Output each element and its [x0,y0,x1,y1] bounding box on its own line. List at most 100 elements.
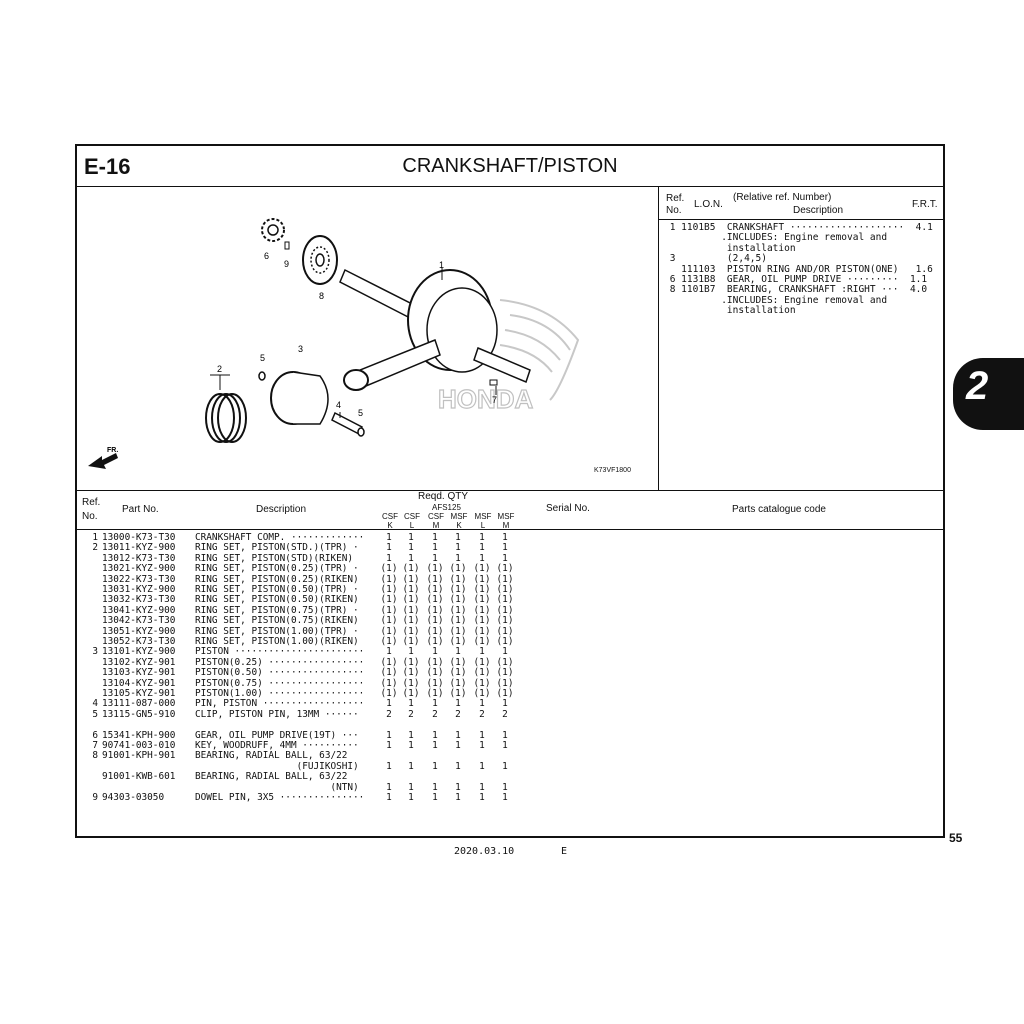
part-number: 13051-KYZ-900 [102,625,176,637]
qty-cell: (1) [496,688,514,699]
qty-cell: 1 [386,552,392,564]
qty-cell: 2 [386,708,392,720]
frt-row: 1 1101B5 CRANKSHAFT ····················… [664,222,933,233]
qty-cell: 1 [408,781,414,793]
part-description: PISTON(0.75) ················· [195,678,365,689]
qty-cell: 1 [479,542,485,554]
part-description: PISTON(0.25) ················· [195,657,365,668]
qty-cell: 1 [432,729,438,741]
qty-cell: (1) [402,604,420,616]
qty-cell: (1) [473,563,491,575]
part-description: (FUJIKOSHI) [195,761,359,772]
qty-cell: (1) [380,636,398,647]
grade-header: L [409,521,415,530]
qty-cell: (1) [402,594,420,606]
frt-row: installation [664,242,796,254]
frt-frt-label: F.R.T. [912,199,938,210]
qty-cell: (1) [473,594,491,606]
frt-row: 111103 PISTON RING AND/OR PISTON(ONE) 1.… [664,263,933,275]
parts-header-line [75,529,945,530]
qty-cell: 1 [432,646,438,658]
part-number: 13032-K73-T30 [102,594,176,606]
qty-cell: 1 [455,781,461,793]
qty-cell: (1) [426,636,444,647]
qty-cell: (1) [473,656,491,668]
part-number: 13111-087-000 [102,698,176,710]
part-number: 13031-KYZ-900 [102,584,176,595]
part-number: 90741-003-010 [102,740,176,751]
qty-cell: 1 [455,729,461,741]
part-description: RING SET, PISTON(0.25)(RIKEN) [195,574,359,585]
part-description: RING SET, PISTON(0.50)(RIKEN) [195,595,359,606]
part-description: GEAR, OIL PUMP DRIVE(19T) ··· [195,730,359,741]
qty-cell: 1 [455,542,461,554]
qty-cell: 1 [432,542,438,554]
leader-lines [210,268,497,418]
honda-watermark [499,299,580,401]
serial-header: Serial No. [546,503,590,514]
part-number: 13115-GN5-910 [102,708,176,720]
part-number: 13021-KYZ-900 [102,563,176,575]
qty-cell: 1 [432,532,438,543]
qty-cell: (1) [380,688,398,699]
qty-cell: 1 [408,792,414,803]
exploded-diagram: HONDA [88,218,580,469]
type-header: MSF [450,512,468,521]
qty-cell: 1 [408,729,414,741]
part-description: PISTON(1.00) ················· [195,689,365,699]
qty-cell: 1 [479,781,485,793]
qty-cell: (1) [426,563,444,575]
language-code: E [561,846,568,857]
qty-cell: 1 [455,552,461,564]
qty-cell: (1) [402,636,420,647]
qty-cell: (1) [496,594,514,606]
qty-cell: 1 [386,532,392,543]
qty-cell: 1 [432,552,438,564]
qty-cell: (1) [449,563,467,575]
parts-ref-label: Ref. [82,497,101,508]
qty-cell: (1) [402,584,420,595]
part-description: DOWEL PIN, 3X5 ··············· [195,793,365,803]
ref-number: 7 [92,740,98,751]
qty-cell: (1) [426,656,444,668]
qty-cell: 1 [455,646,461,658]
section-divider [75,490,945,491]
qty-cell: 1 [479,740,485,751]
qty-cell: 1 [386,781,392,793]
ref-number: 6 [92,729,98,741]
qty-cell: (1) [402,573,420,585]
figure-code: K73VF1800 [594,467,631,474]
qty-cell: 1 [502,792,508,803]
bearing [302,235,338,285]
qty-cell: (1) [473,688,491,699]
ref-number: 8 [92,750,98,762]
qty-cell: 1 [455,760,461,772]
qty-cell: (1) [473,625,491,637]
grade-header: K [387,521,393,530]
part-description: (NTN) [195,782,359,793]
qty-cell: (1) [426,625,444,637]
callout-9: 9 [284,259,289,269]
piston [270,371,329,425]
part-number: 13104-KYZ-901 [102,677,176,689]
qty-cell: (1) [380,604,398,616]
qty-cell: (1) [473,667,491,679]
qty-cell: (1) [426,584,444,595]
qty-cell: 1 [455,792,461,803]
dowel-pin [284,241,290,250]
qty-cell: (1) [496,615,514,627]
qty-cell: 1 [479,792,485,803]
part-number: 91001-KWB-601 [102,771,176,783]
qty-cell: 1 [408,542,414,554]
qty-cell: 1 [432,760,438,772]
